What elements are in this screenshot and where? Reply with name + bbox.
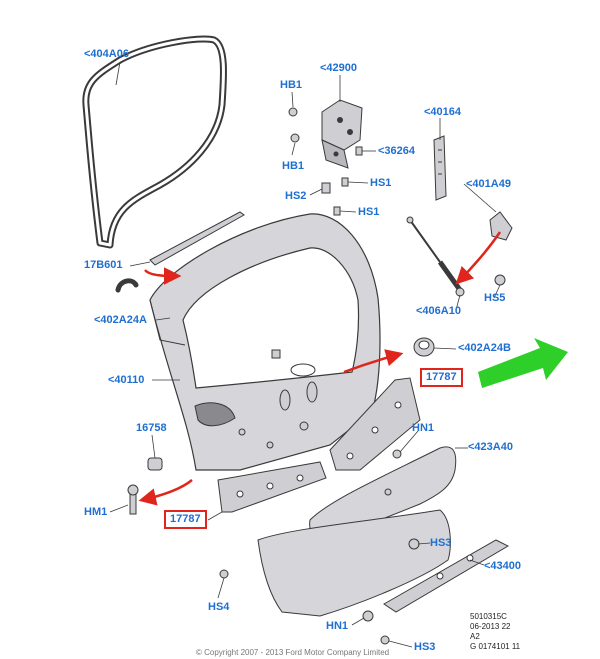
- callout-hs3-bottom[interactable]: HS3: [414, 641, 436, 653]
- callout-hb1-bottom[interactable]: HB1: [282, 160, 305, 172]
- reference-line-3: A2: [470, 632, 480, 641]
- reference-block: 5010315C 06-2013 22 A2 G 0174101 11: [470, 612, 520, 652]
- callout-406A10[interactable]: <406A10: [416, 305, 461, 317]
- liftgate-part[interactable]: [149, 213, 381, 471]
- reference-line-1: 5010315C: [470, 612, 507, 621]
- upper-moulding-part[interactable]: [115, 211, 245, 293]
- callout-hs5[interactable]: HS5: [484, 292, 506, 304]
- callout-423A40[interactable]: <423A40: [468, 441, 513, 453]
- callout-hs1-bottom[interactable]: HS1: [358, 206, 380, 218]
- callout-hs2[interactable]: HS2: [285, 190, 307, 202]
- callout-36264[interactable]: <36264: [378, 145, 416, 157]
- bracket-part[interactable]: [489, 211, 513, 241]
- bumper-b-part[interactable]: [413, 337, 435, 357]
- callout-16758[interactable]: 16758: [136, 422, 167, 434]
- small-fasteners[interactable]: [127, 449, 420, 645]
- callout-17787-left[interactable]: 17787: [164, 510, 207, 529]
- callout-17B601[interactable]: 17B601: [84, 259, 123, 271]
- callout-hs3-mid[interactable]: HS3: [430, 537, 452, 549]
- callout-seal[interactable]: <404A06: [84, 48, 129, 60]
- callout-40164[interactable]: <40164: [424, 106, 462, 118]
- hinge-bolts[interactable]: [288, 107, 363, 216]
- callout-402A24A[interactable]: <402A24A: [94, 314, 147, 326]
- reinforcement-right-part[interactable]: [329, 377, 421, 471]
- gas-strut-part[interactable]: [406, 216, 506, 297]
- green-highlight-arrow: [478, 338, 568, 388]
- callout-401A49[interactable]: <401A49: [466, 178, 511, 190]
- lower-panel-part[interactable]: [257, 509, 451, 617]
- callout-hinge[interactable]: <42900: [320, 62, 358, 74]
- callout-402A24B[interactable]: <402A24B: [458, 342, 511, 354]
- lamp-part[interactable]: [433, 135, 447, 201]
- callout-hn1-bottom[interactable]: HN1: [326, 620, 349, 632]
- callout-hn1-right[interactable]: HN1: [412, 422, 435, 434]
- applique-part[interactable]: [383, 539, 510, 613]
- callout-17787-right[interactable]: 17787: [420, 368, 463, 387]
- door-seal-part[interactable]: [82, 35, 227, 249]
- reinforcement-left-part[interactable]: [217, 461, 327, 513]
- callout-hs1-top[interactable]: HS1: [370, 177, 392, 189]
- copyright-text: © Copyright 2007 - 2013 Ford Motor Compa…: [196, 648, 390, 657]
- red-pointer-arrows: [138, 231, 502, 506]
- leader-lines: [109, 61, 501, 648]
- callout-43400[interactable]: <43400: [484, 560, 522, 572]
- callout-hm1[interactable]: HM1: [84, 506, 108, 518]
- reference-line-4: G 0174101 11: [470, 642, 521, 651]
- reference-line-2: 06-2013 22: [470, 622, 511, 631]
- callout-40110[interactable]: <40110: [108, 374, 145, 386]
- hinge-part[interactable]: [321, 99, 363, 169]
- callout-hs4[interactable]: HS4: [208, 601, 230, 613]
- callout-hb1-top[interactable]: HB1: [280, 79, 303, 91]
